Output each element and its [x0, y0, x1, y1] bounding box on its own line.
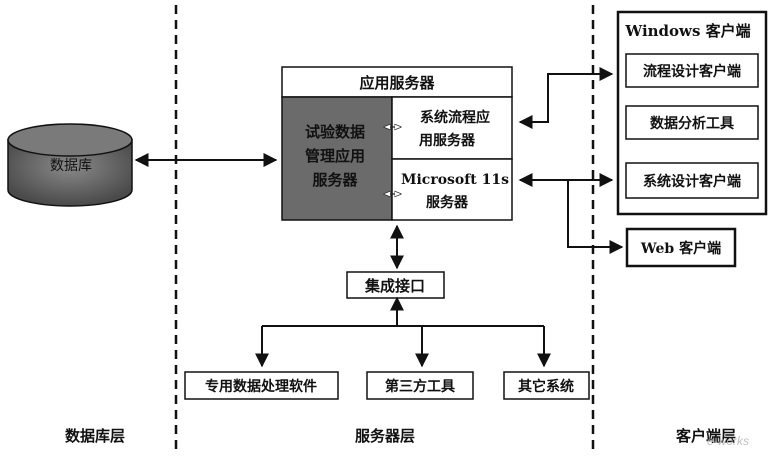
web-client-label: Web 客户端	[640, 240, 721, 257]
workflow-server-line1: 系统流程应	[420, 109, 490, 126]
web-client-box	[625, 227, 737, 268]
integration-interface-label: 集成接口	[364, 277, 425, 295]
client-layer-label: 客户端层	[675, 427, 736, 445]
workflow-server-line2: 用服务器	[419, 132, 476, 149]
integration-connectors	[255, 296, 551, 368]
server-client-connectors	[518, 67, 624, 254]
other-systems-label: 其它系统	[518, 378, 574, 395]
iis-server-line2: 服务器	[426, 194, 469, 211]
special-software-box	[184, 371, 339, 400]
third-party-tools-label: 第三方工具	[385, 378, 455, 395]
windows-client-title: Windows 客户端	[624, 22, 750, 40]
windows-client-group: Windows 客户端 流程设计客户端 数据分析工具 系统设计客户端	[616, 10, 768, 216]
iis-server-line1: Microsoft 11s	[401, 172, 509, 188]
core-server-line1: 试验数据	[305, 123, 365, 141]
system-design-client: 系统设计客户端	[643, 173, 741, 190]
other-systems-box	[503, 371, 590, 400]
data-analysis-tool: 数据分析工具	[650, 115, 734, 132]
database-layer-label: 数据库层	[65, 427, 125, 445]
core-server-line2: 管理应用	[305, 147, 365, 165]
third-party-tools-box	[366, 371, 474, 400]
app-server-title: 应用服务器	[359, 74, 435, 92]
server-layer-label: 服务器层	[355, 427, 415, 445]
special-software-label: 专用数据处理软件	[205, 378, 317, 395]
workflow-design-client: 流程设计客户端	[643, 63, 741, 80]
database-cylinder: 数据库	[7, 123, 133, 207]
core-server-line3: 服务器	[312, 171, 358, 189]
database-label: 数据库	[50, 158, 92, 174]
app-server-box: 应用服务器 试验数据 管理应用 服务器 系统流程应 用服务器 Microsoft…	[281, 66, 513, 221]
watermark: e-works	[707, 434, 749, 448]
